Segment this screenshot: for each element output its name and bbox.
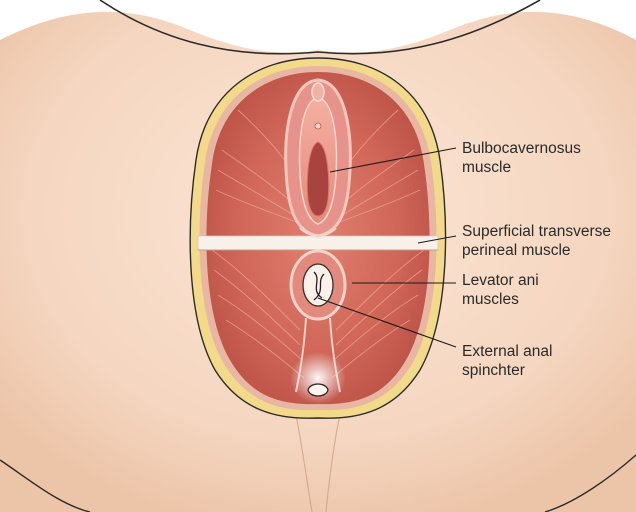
label-line: spinchter (462, 361, 552, 380)
label-line: External anal (462, 342, 552, 361)
clitoris (312, 83, 324, 101)
label-line: muscles (462, 290, 539, 309)
transverse-perineal-band (198, 236, 438, 250)
label-superficial-transverse-perineal-muscle: Superficial transverse perineal muscle (462, 222, 611, 260)
label-line: perineal muscle (462, 241, 611, 260)
label-line: Bulbocavernosus (462, 139, 581, 158)
urethral-opening (315, 123, 321, 129)
label-levator-ani-muscles: Levator ani muscles (462, 271, 539, 309)
label-external-anal-sphincter: External anal spinchter (462, 342, 552, 380)
coccyx-tip (308, 384, 328, 396)
label-line: muscle (462, 158, 581, 177)
anal-canal-ring (303, 264, 333, 306)
vaginal-opening (307, 142, 328, 216)
label-line: Levator ani (462, 271, 539, 290)
label-bulbocavernosus-muscle: Bulbocavernosus muscle (462, 139, 581, 177)
label-line: Superficial transverse (462, 222, 611, 241)
